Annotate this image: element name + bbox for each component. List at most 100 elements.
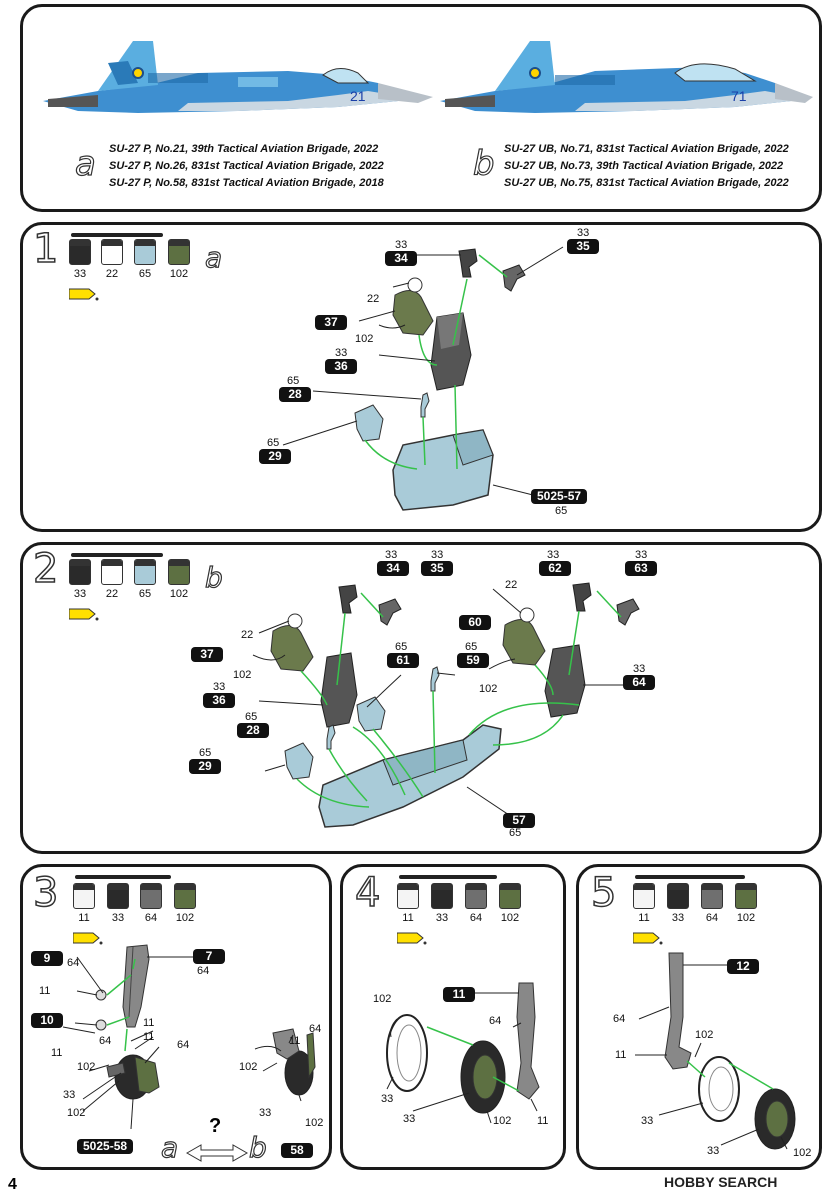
paint-chip: 33 xyxy=(69,239,91,280)
paint-callout: 102 xyxy=(305,1117,324,1129)
part-63-tag: 63 xyxy=(625,561,657,576)
glue-tube-icon xyxy=(633,932,663,945)
variant-letter-b: b xyxy=(472,144,495,184)
paintbrush-icon xyxy=(71,233,163,237)
paint-callout: 102 xyxy=(239,1061,258,1073)
variant-a-line: SU-27 P, No.26, 831st Tactical Aviation … xyxy=(109,160,384,172)
step-5-panel: 5 11 33 64 102 12 64 102 11 33 33 102 xyxy=(576,864,822,1170)
paint-callout: 102 xyxy=(77,1061,96,1073)
variant-b-line: SU-27 UB, No.75, 831st Tactical Aviation… xyxy=(504,177,789,189)
part-59-tag: 59 xyxy=(457,653,489,668)
part-10-tag: 10 xyxy=(31,1013,63,1028)
jet-b-side-number: 71 xyxy=(731,88,747,104)
paint-chip: 64 xyxy=(701,883,723,924)
paint-chip: 65 xyxy=(134,239,156,280)
variant-b-line: SU-27 UB, No.73, 39th Tactical Aviation … xyxy=(504,160,784,172)
paint-callout: 33 xyxy=(63,1089,76,1101)
paint-chip: 102 xyxy=(499,883,521,924)
paint-chip: 64 xyxy=(465,883,487,924)
paint-callout: 64 xyxy=(177,1039,190,1051)
su27ub-profile-illustration: 71 xyxy=(440,41,813,113)
paint-callout: 33 xyxy=(547,549,560,561)
variant-b-line: SU-27 UB, No.71, 831st Tactical Aviation… xyxy=(504,143,789,155)
paint-callout: 11 xyxy=(289,1035,301,1047)
paint-callout: 102 xyxy=(233,669,252,681)
paint-callout: 65 xyxy=(465,641,478,653)
variant-letter-b: b xyxy=(248,1130,267,1164)
part-34-tag: 34 xyxy=(377,561,409,576)
jet-a-side-number: 21 xyxy=(350,88,366,104)
paint-callout: 102 xyxy=(373,993,392,1005)
paint-callout: 102 xyxy=(493,1115,512,1127)
main-gear-left-drawing xyxy=(386,982,540,1124)
variant-a-line: SU-27 P, No.58, 831st Tactical Aviation … xyxy=(109,177,384,189)
paint-callout: 33 xyxy=(385,549,398,561)
paint-chip: 64 xyxy=(140,883,162,924)
step-number: 5 xyxy=(590,870,617,916)
paint-chip: 33 xyxy=(69,559,91,600)
paint-callout: 11 xyxy=(537,1115,549,1127)
paint-callout: 11 xyxy=(143,1031,155,1043)
paint-chip: 11 xyxy=(633,883,655,924)
variant-header-panel: 21 71 a SU-27 P, No.21, 39th Tactical Av… xyxy=(20,4,822,212)
paint-callout: 65 xyxy=(287,375,300,387)
paint-callout: 33 xyxy=(641,1115,654,1127)
variant-b-captions: SU-27 UB, No.71, 831st Tactical Aviation… xyxy=(504,141,789,192)
paint-callout: 64 xyxy=(67,957,80,969)
step-number: 3 xyxy=(32,870,59,916)
paint-chip: 22 xyxy=(101,239,123,280)
cockpit-tub-tag: 5025-57 xyxy=(531,489,588,504)
variant-a-captions: SU-27 P, No.21, 39th Tactical Aviation B… xyxy=(109,141,384,192)
part-7-tag: 7 xyxy=(193,949,225,964)
part-60-tag: 60 xyxy=(459,615,491,630)
part-37-tag: 37 xyxy=(191,647,223,662)
part-35-tag: 35 xyxy=(567,239,599,254)
step-number: 1 xyxy=(32,226,59,272)
variant-letter-a: a xyxy=(74,144,96,184)
glue-tube-icon xyxy=(73,932,103,945)
paint-chip: 102 xyxy=(735,883,757,924)
step-2-panel: 2 33 22 65 102 b xyxy=(20,542,822,854)
nose-gear-drawing xyxy=(62,944,316,1162)
part-5025-58-tag: 5025-58 xyxy=(77,1139,134,1154)
variant-letter: b xyxy=(204,560,223,594)
paint-callout: 22 xyxy=(505,579,518,591)
watermark-brand: HOBBY SEARCH xyxy=(664,1174,778,1190)
paint-callout: 11 xyxy=(615,1049,627,1061)
paint-callout: 33 xyxy=(381,1093,394,1105)
paint-callout: 64 xyxy=(613,1013,626,1025)
part-37-tag: 37 xyxy=(315,315,347,330)
part-61-tag: 61 xyxy=(387,653,419,668)
paint-chip: 33 xyxy=(667,883,689,924)
main-gear-right-drawing xyxy=(635,952,796,1150)
glue-tube-icon xyxy=(397,932,427,945)
swap-arrow-icon xyxy=(185,1144,249,1162)
paintbrush-icon xyxy=(75,875,171,879)
paint-callout: 33 xyxy=(707,1145,720,1157)
paint-callout: 22 xyxy=(367,293,380,305)
step-1-panel: 1 33 22 65 102 a xyxy=(20,222,822,532)
step-number: 2 xyxy=(32,546,59,592)
paint-chip: 11 xyxy=(73,883,95,924)
part-28-tag: 28 xyxy=(237,723,269,738)
paint-chip: 33 xyxy=(107,883,129,924)
part-36-tag: 36 xyxy=(203,693,235,708)
step-4-panel: 4 11 33 64 102 11 102 64 33 33 102 11 xyxy=(340,864,566,1170)
paint-callout: 33 xyxy=(335,347,348,359)
part-9-tag: 9 xyxy=(31,951,63,966)
paint-callout: 64 xyxy=(197,965,210,977)
su27p-profile-illustration: 21 xyxy=(43,41,433,113)
paintbrush-icon xyxy=(399,875,497,879)
paint-callout: 33 xyxy=(403,1113,416,1125)
part-11-tag: 11 xyxy=(443,987,475,1002)
glue-tube-icon xyxy=(69,608,99,621)
step-3-panel: 3 11 33 64 102 xyxy=(20,864,332,1170)
part-36-tag: 36 xyxy=(325,359,357,374)
paint-chip: 22 xyxy=(101,559,123,600)
twin-cockpit-assembly-drawing xyxy=(252,582,640,828)
paint-callout: 65 xyxy=(395,641,408,653)
paint-callout: 22 xyxy=(241,629,254,641)
question-mark: ? xyxy=(209,1115,222,1137)
paint-callout: 65 xyxy=(267,437,280,449)
paint-callout: 102 xyxy=(793,1147,812,1159)
